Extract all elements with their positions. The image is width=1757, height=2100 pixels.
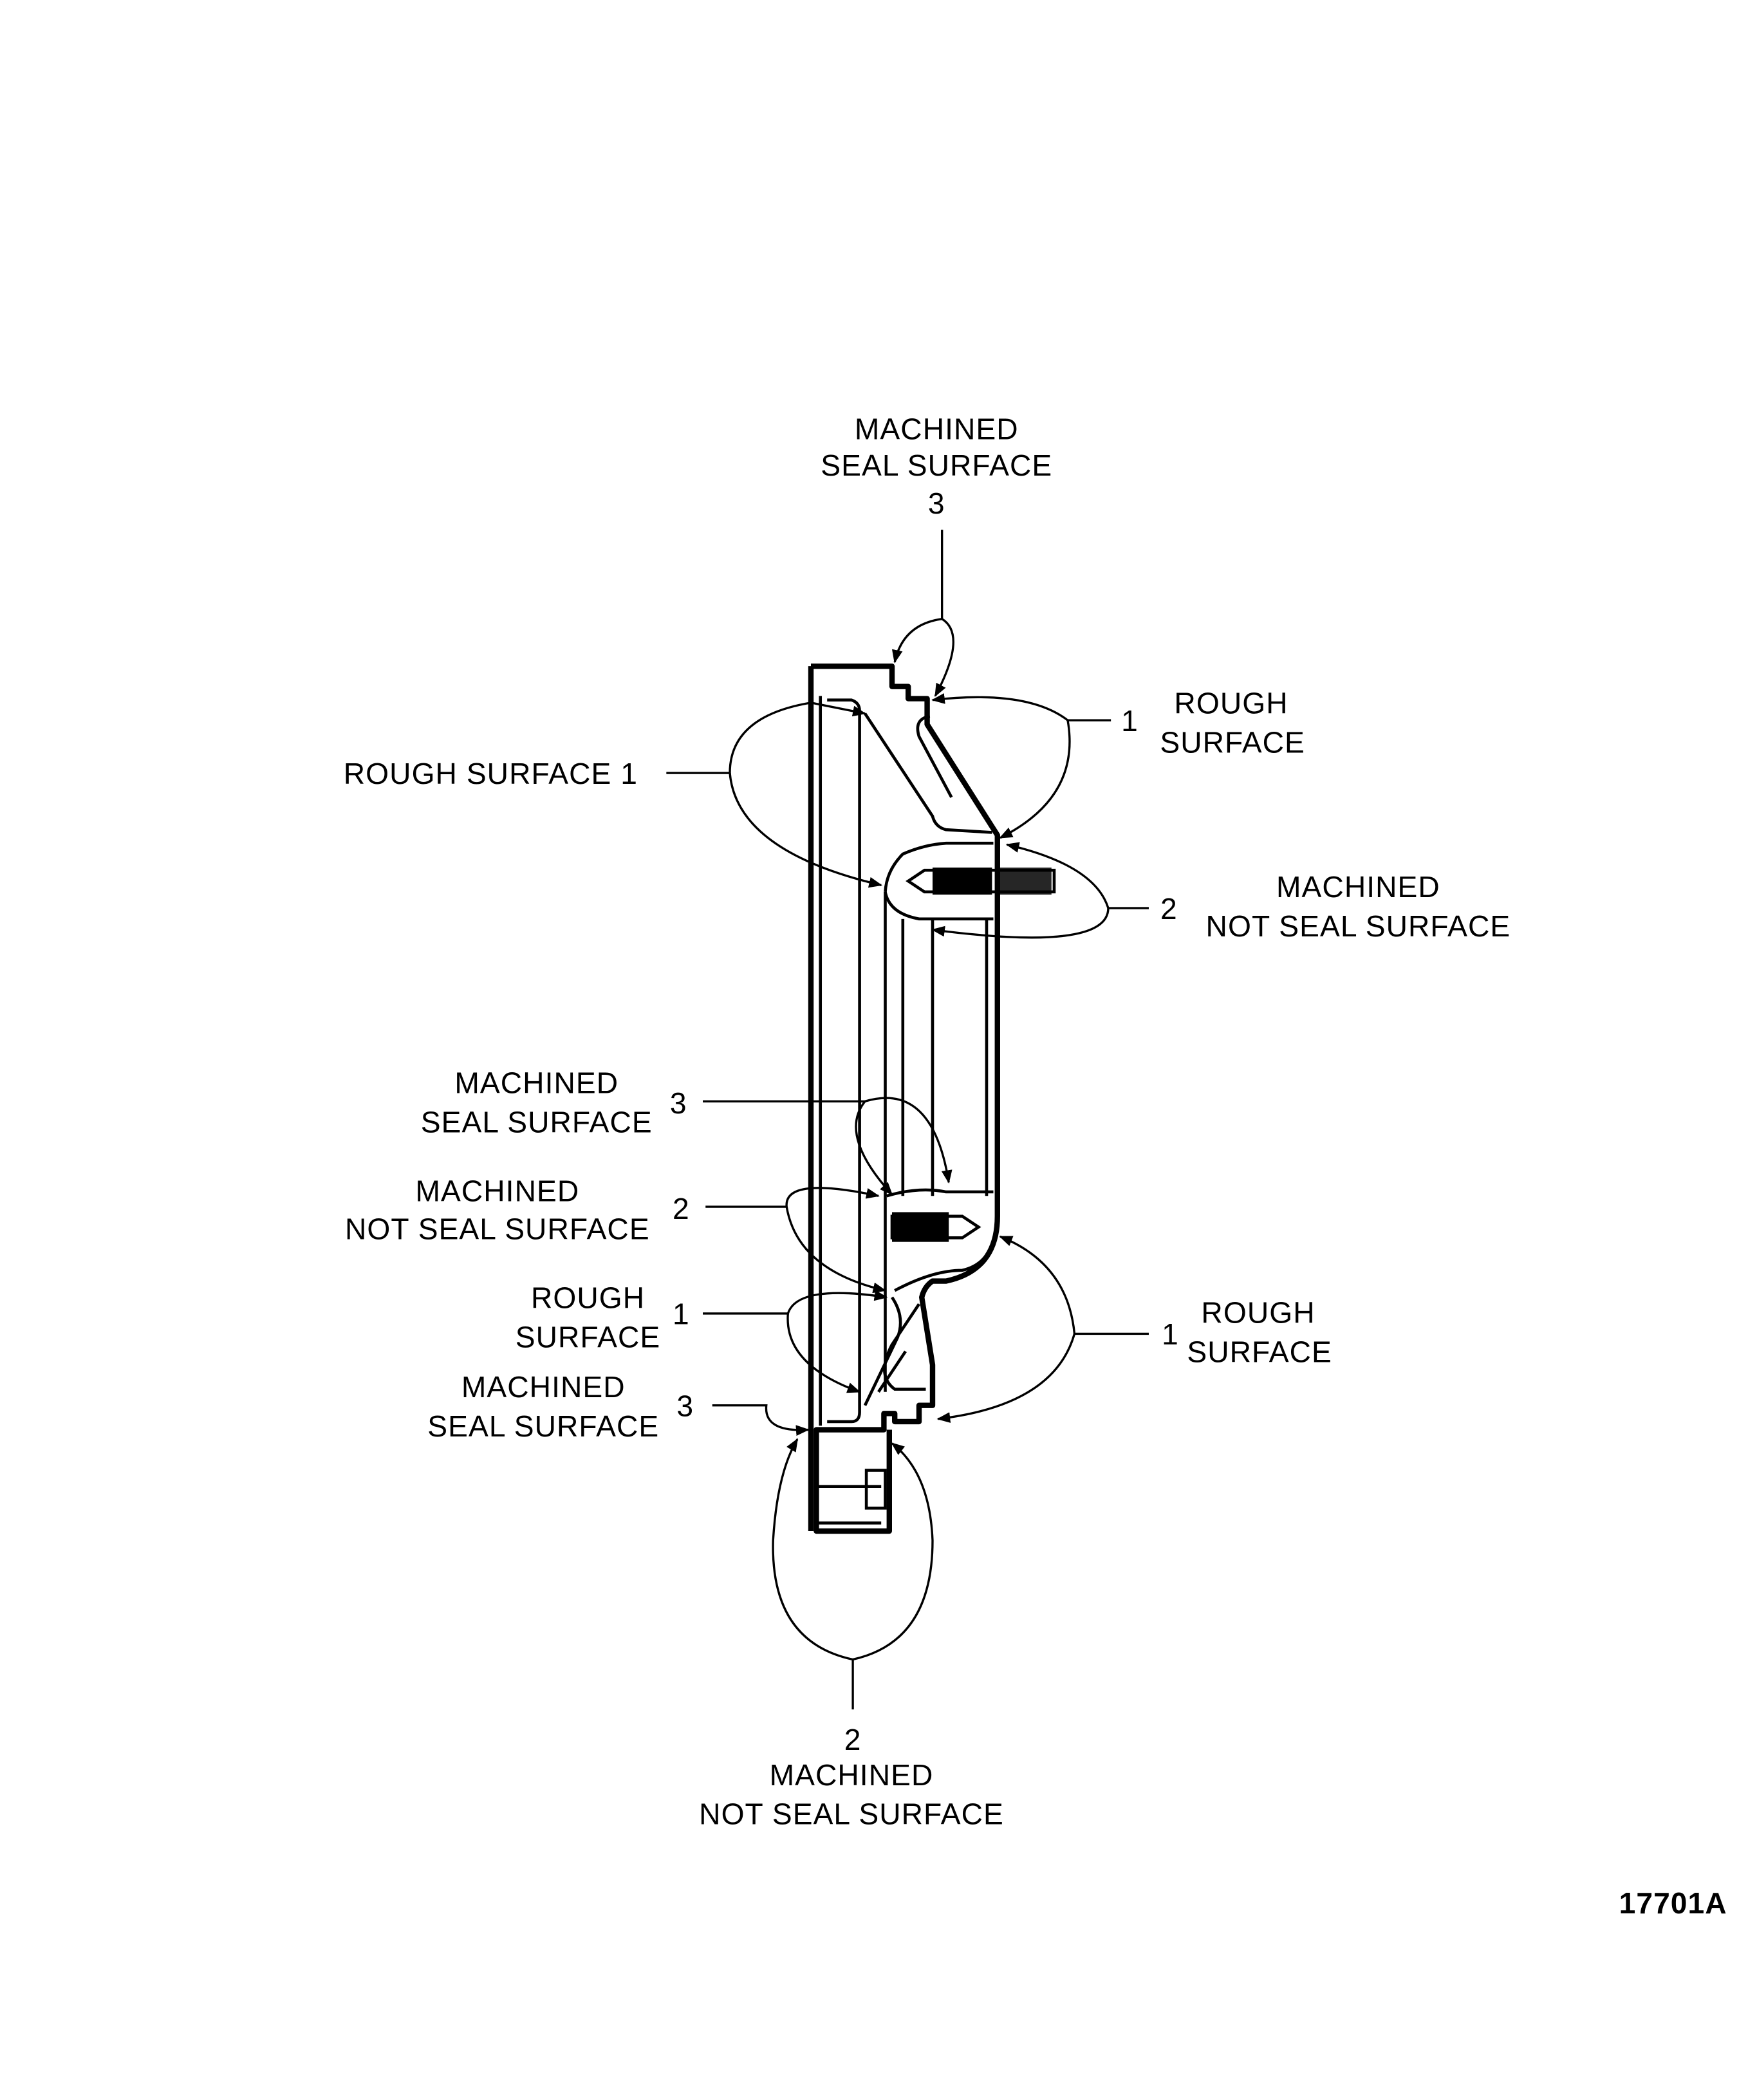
label-rough-surface-left-low: ROUGH SURFACE 1 (516, 1281, 690, 1354)
label-number: 1 (1162, 1317, 1179, 1351)
label-rough-surface-left-top: ROUGH SURFACE 1 (344, 757, 638, 790)
label-top-machined-seal: MACHINED SEAL SURFACE 3 (821, 412, 1052, 519)
housing-outline (808, 663, 1000, 1534)
upper-stud-bolt (906, 868, 1056, 895)
label-line: NOT SEAL SURFACE (345, 1212, 650, 1245)
label-number: 2 (844, 1723, 862, 1756)
label-line: ROUGH (531, 1281, 645, 1315)
label-number: 1 (1121, 704, 1139, 738)
lower-stud-bolt (890, 1212, 981, 1242)
label-line: MACHINED (770, 1758, 934, 1792)
label-rough-surface-right-low: 1 ROUGH SURFACE (1162, 1296, 1332, 1369)
label-line: SEAL SURFACE (821, 449, 1052, 482)
label-line: MACHINED (415, 1175, 579, 1208)
label-rough-surface-right-top: 1 ROUGH SURFACE (1121, 687, 1305, 759)
label-machined-not-seal-left-mid: MACHINED NOT SEAL SURFACE 2 (345, 1175, 690, 1246)
label-number: 2 (1160, 892, 1178, 925)
label-line: NOT SEAL SURFACE (699, 1798, 1004, 1831)
label-line: MACHINED (454, 1066, 618, 1100)
label-line: MACHINED (1276, 870, 1440, 904)
label-line: ROUGH (1201, 1296, 1315, 1330)
label-number: 3 (928, 487, 945, 520)
label-number: 1 (673, 1297, 690, 1331)
label-line: MACHINED (855, 412, 1019, 445)
label-line: SURFACE (516, 1320, 660, 1353)
label-line: SEAL SURFACE (427, 1409, 659, 1443)
label-machined-seal-left-mid: MACHINED SEAL SURFACE 3 (421, 1066, 687, 1139)
label-machined-not-seal-bottom: 2 MACHINED NOT SEAL SURFACE (699, 1723, 1004, 1831)
label-machined-not-seal-right: 2 MACHINED NOT SEAL SURFACE (1160, 870, 1511, 943)
label-number: 3 (670, 1086, 687, 1120)
label-number: 3 (676, 1389, 694, 1423)
label-line: MACHINED (461, 1370, 626, 1404)
label-line: NOT SEAL SURFACE (1206, 909, 1511, 943)
label-line: SURFACE (1187, 1335, 1332, 1369)
leader-lines (666, 530, 1149, 1710)
figure-id: 17701A (1619, 1886, 1727, 1920)
label-line: ROUGH (1174, 687, 1288, 720)
label-machined-seal-left-low: MACHINED SEAL SURFACE 3 (427, 1370, 694, 1443)
label-line: SEAL SURFACE (421, 1106, 653, 1139)
label-line: SURFACE (1160, 726, 1305, 759)
label-number: 2 (673, 1192, 690, 1225)
